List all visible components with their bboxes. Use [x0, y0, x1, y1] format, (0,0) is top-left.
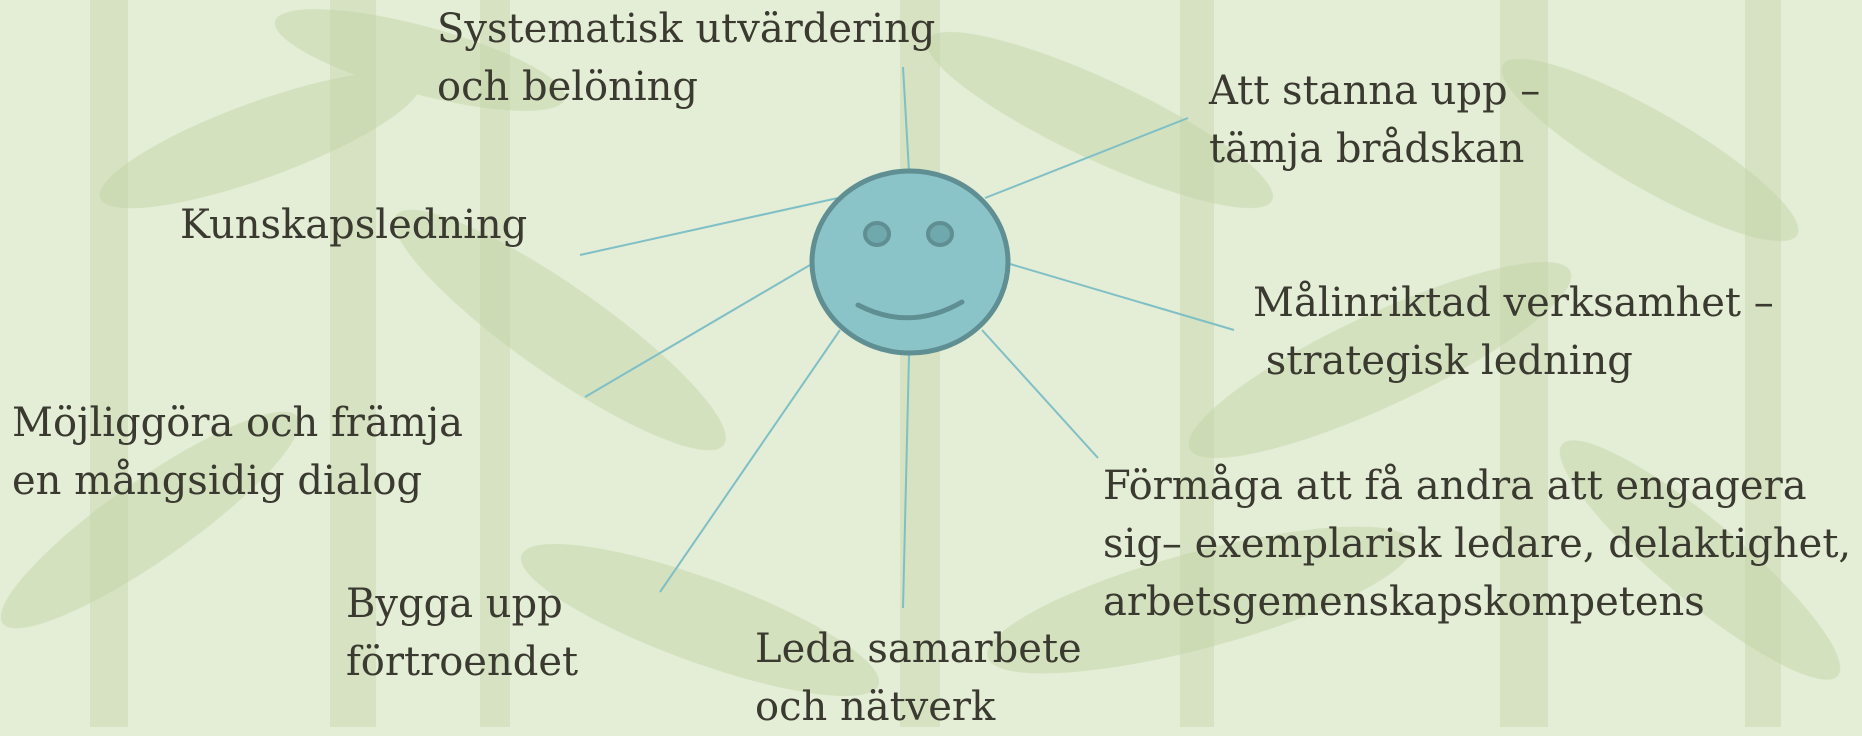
label-line: och belöning	[437, 64, 699, 110]
label-malinriktad-verksamhet: Målinriktad verksamhet – strategisk ledn…	[1253, 274, 1774, 390]
label-line: Att stanna upp –	[1209, 68, 1541, 114]
label-kunskapsledning: Kunskapsledning	[180, 196, 527, 254]
label-mojliggora-dialog: Möjliggöra och främja en mångsidig dialo…	[12, 394, 463, 510]
label-line: tämja brådskan	[1209, 126, 1525, 172]
connector-line-bottom	[902, 354, 910, 609]
label-bygga-upp-fortroendet: Bygga upp förtroendet	[346, 575, 578, 691]
label-line: och nätverk	[755, 684, 996, 730]
label-line: strategisk ledning	[1253, 338, 1633, 384]
label-line: Bygga upp	[346, 581, 563, 627]
label-att-stanna-upp: Att stanna upp – tämja brådskan	[1209, 62, 1540, 178]
label-systematisk-utvardering: Systematisk utvärdering och belöning	[437, 0, 935, 116]
smiley-face-icon	[809, 168, 1011, 356]
label-line: Målinriktad verksamhet –	[1253, 280, 1774, 326]
label-line: Möjliggöra och främja	[12, 400, 463, 446]
label-line: Systematisk utvärdering	[437, 6, 936, 52]
connector-line-left	[584, 264, 811, 398]
label-leda-samarbete: Leda samarbete och nätverk	[755, 620, 1082, 736]
label-formaga-engagera: Förmåga att få andra att engagera sig– e…	[1103, 457, 1862, 631]
label-line: arbetsgemenskapskompetens	[1103, 579, 1705, 625]
label-line: Förmåga att få andra att engagera	[1103, 463, 1807, 509]
label-line: Kunskapsledning	[180, 202, 528, 248]
label-line: Leda samarbete	[755, 626, 1082, 672]
label-line: förtroendet	[346, 639, 579, 685]
label-line: en mångsidig dialog	[12, 458, 423, 504]
label-line: sig– exemplarisk ledare, delaktighet,	[1103, 521, 1852, 567]
connector-line-bottom-right	[981, 329, 1099, 459]
connector-line-right	[1009, 263, 1235, 331]
connector-line-top	[902, 66, 910, 173]
connector-line-top-right	[984, 117, 1189, 199]
connector-line-bottom-left	[659, 329, 841, 593]
connector-line-left-upper	[579, 197, 839, 256]
